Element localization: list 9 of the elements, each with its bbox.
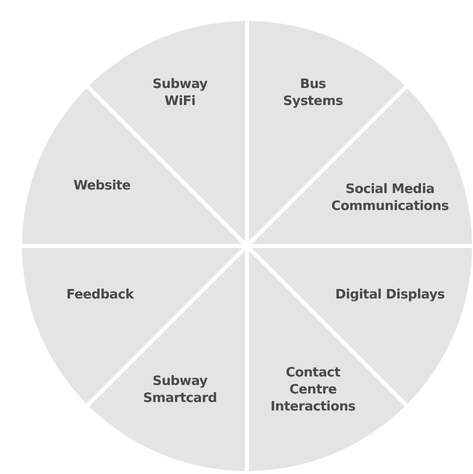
segment-label: Digital Displays	[334, 286, 446, 304]
segment-label: Social Media Communications	[330, 181, 450, 215]
pie-segment	[22, 246, 243, 406]
segment-label: Website	[72, 178, 132, 194]
segment-label: Subway WiFi	[152, 76, 208, 110]
segment-label: Contact Centre Interactions	[269, 364, 356, 416]
segment-label: Feedback	[65, 286, 135, 304]
segment-label: Bus Systems	[282, 76, 344, 110]
segment-label: Subway Smartcard	[142, 373, 218, 407]
